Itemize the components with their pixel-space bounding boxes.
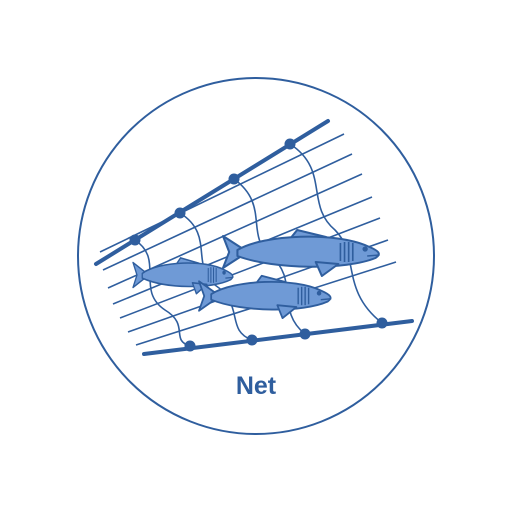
icon-label: Net [235, 372, 277, 400]
badge-circle [77, 77, 435, 435]
lead-line [142, 319, 414, 356]
net-strands [99, 133, 397, 346]
net-knots [129, 138, 388, 352]
